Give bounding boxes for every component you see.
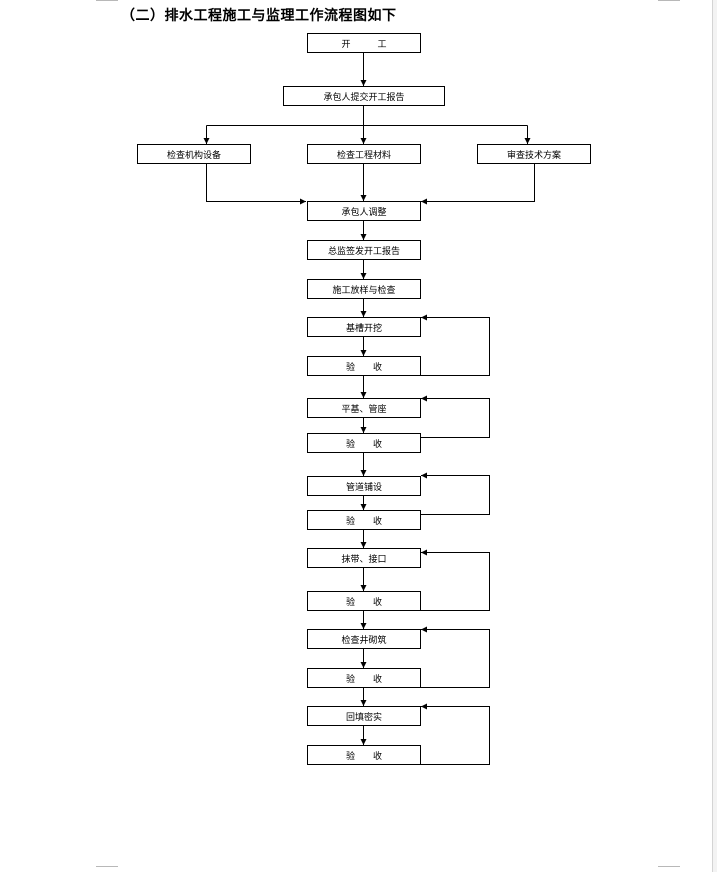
step-layout-check: 施工放样与检查 — [307, 279, 421, 299]
step-accept-6: 验 收 — [307, 745, 421, 765]
step-review-plan: 审查技术方案 — [477, 144, 591, 164]
step-submit-report: 承包人提交开工报告 — [283, 86, 445, 106]
step-trench-excavation: 基槽开挖 — [307, 317, 421, 337]
step-director-issue: 总监签发开工报告 — [307, 240, 421, 260]
step-backfill-compact: 回填密实 — [307, 706, 421, 726]
step-accept-2: 验 收 — [307, 433, 421, 453]
step-base-pipe: 平基、管座 — [307, 398, 421, 418]
step-accept-1: 验 收 — [307, 356, 421, 376]
step-contractor-adjust: 承包人调整 — [307, 201, 421, 221]
step-check-materials: 检查工程材料 — [307, 144, 421, 164]
page-corner-mark — [96, 866, 118, 867]
step-start: 开 工 — [307, 33, 421, 53]
step-accept-3: 验 收 — [307, 510, 421, 530]
step-accept-4: 验 收 — [307, 591, 421, 611]
page-corner-mark — [96, 0, 118, 1]
step-accept-5: 验 收 — [307, 668, 421, 688]
page-title: （二）排水工程施工与监理工作流程图如下 — [121, 8, 397, 24]
page-corner-mark — [658, 866, 680, 867]
step-band-joint: 抹带、接口 — [307, 548, 421, 568]
step-well-masonry: 检查井砌筑 — [307, 629, 421, 649]
step-pipe-laying: 管道铺设 — [307, 476, 421, 496]
step-check-equipment: 检查机构设备 — [137, 144, 251, 164]
page-corner-mark — [658, 0, 680, 1]
